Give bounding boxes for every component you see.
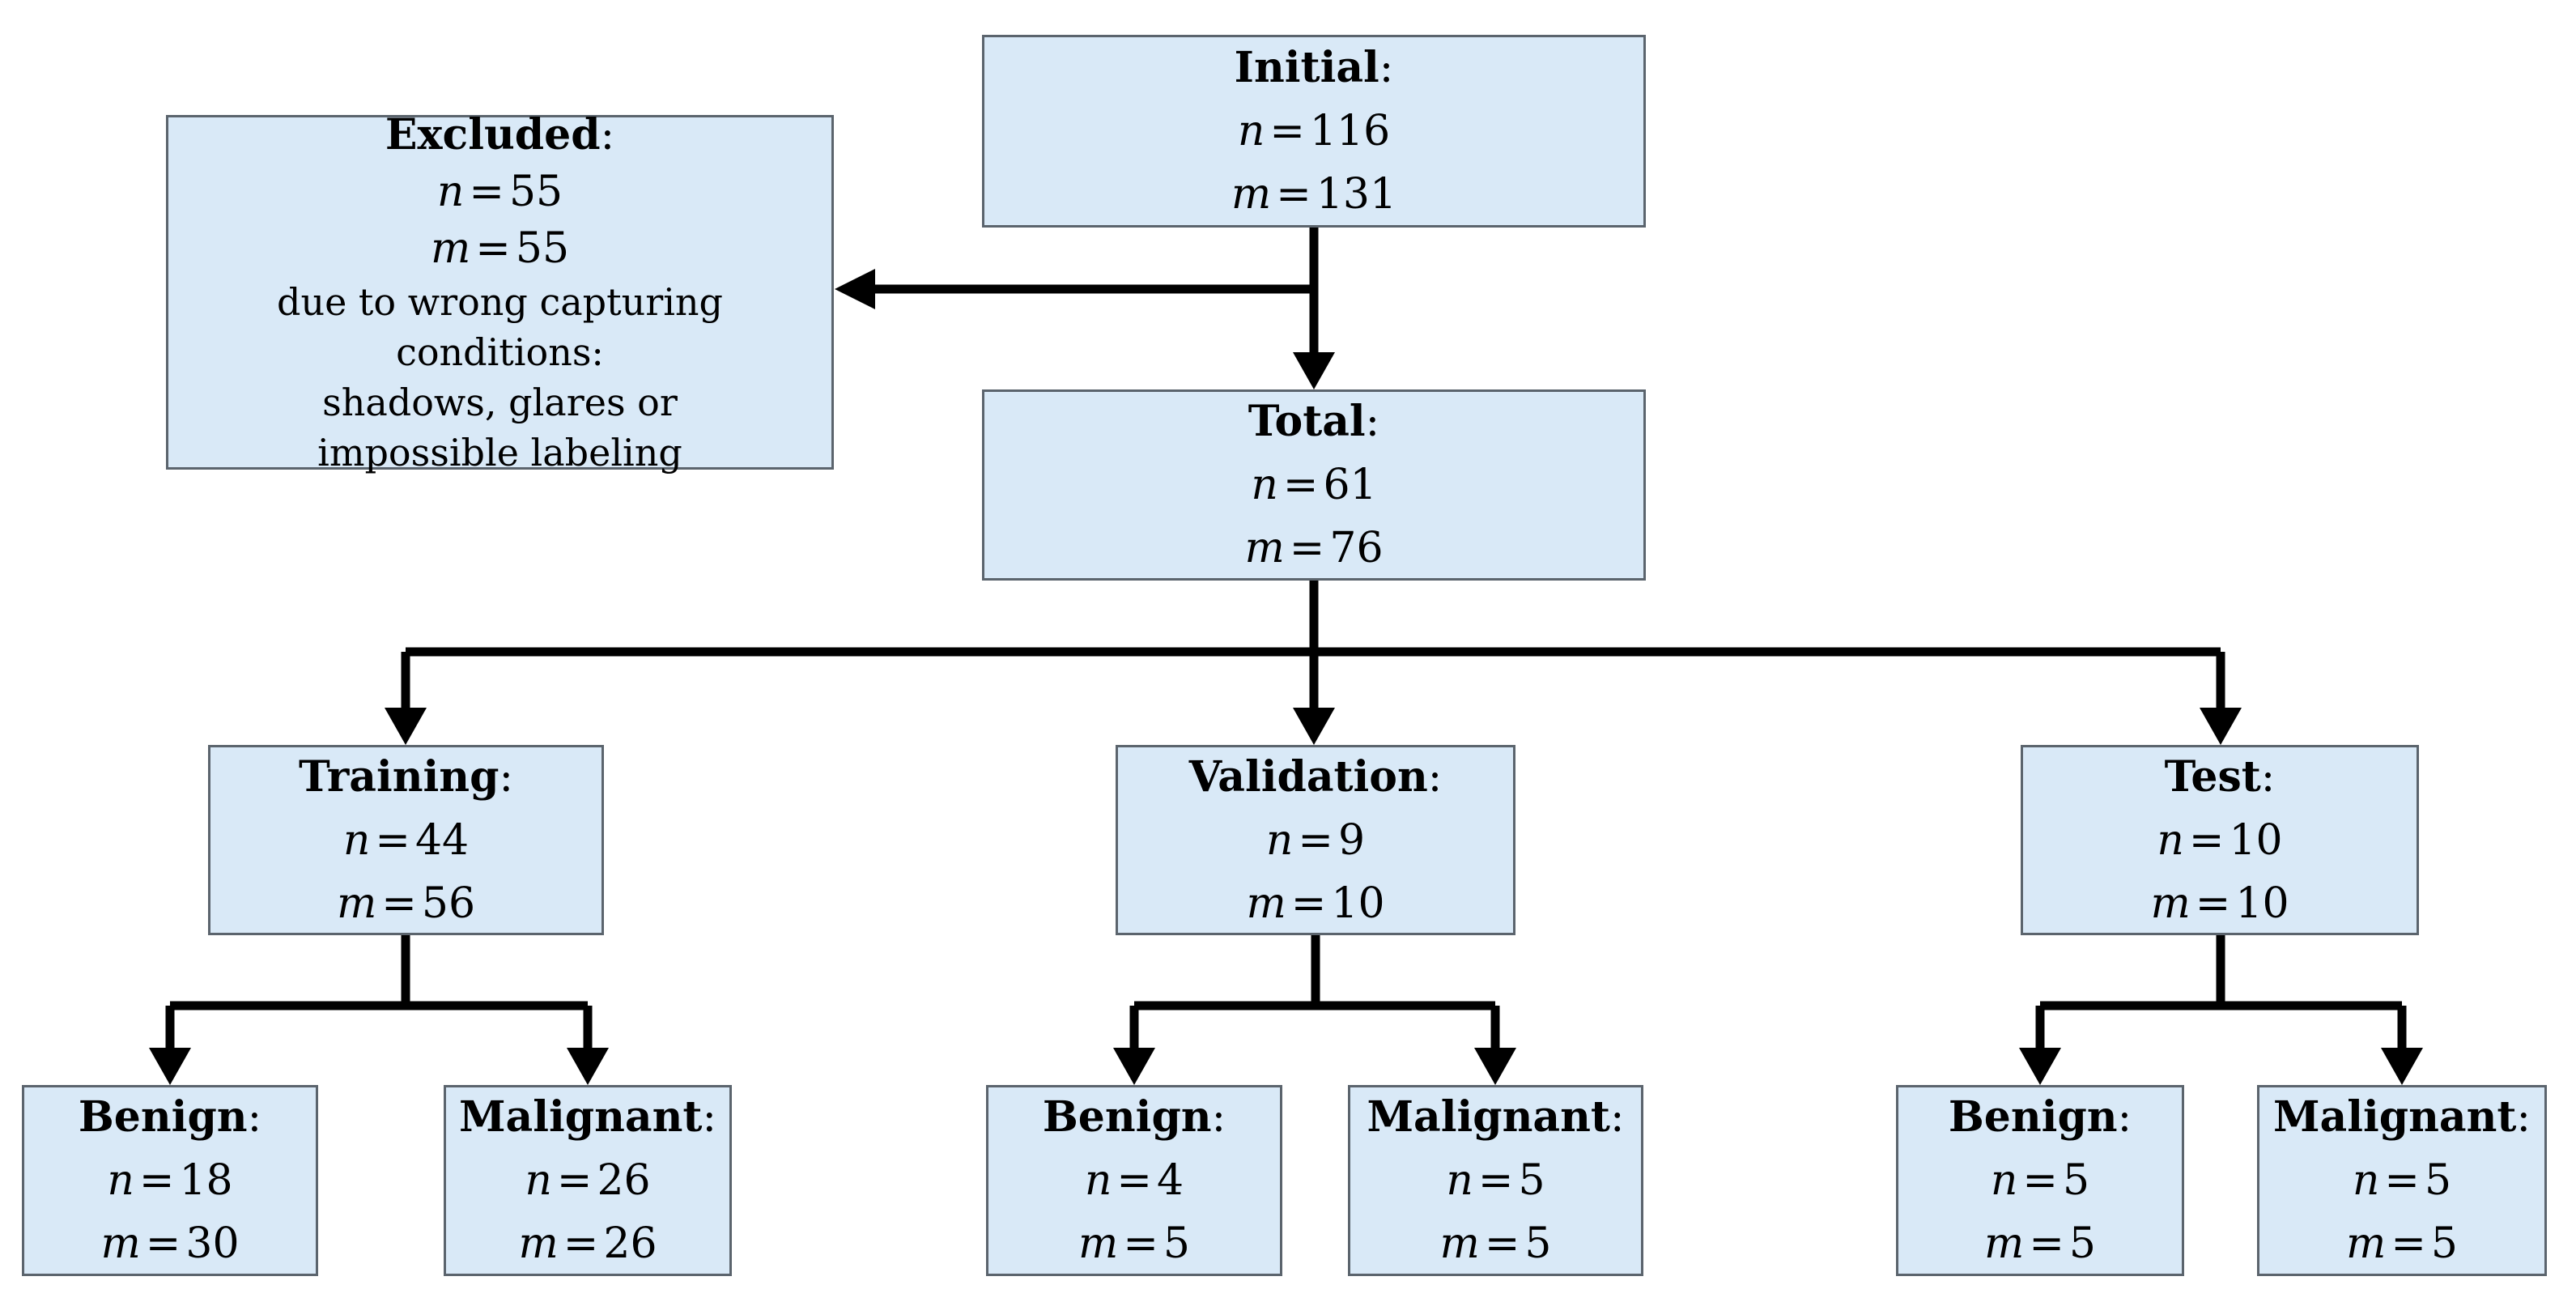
node-training-n: n=44	[342, 815, 470, 865]
node-benign-validation-n: n=4	[1084, 1156, 1184, 1205]
node-malignant-test: Malignant: n=5 m=5	[2257, 1085, 2547, 1276]
node-excluded: Excluded: n=55 m=55 due to wrong capturi…	[166, 110, 834, 474]
node-test-title: Test:	[2164, 751, 2276, 802]
node-benign-validation-title: Benign:	[1042, 1092, 1226, 1142]
node-initial-m: m=131	[1231, 170, 1397, 219]
arrowhead-into-malignant-validation	[1474, 1048, 1516, 1085]
node-validation-n: n=9	[1265, 815, 1366, 865]
node-validation-title: Validation:	[1188, 751, 1443, 802]
node-test-m: m=10	[2150, 879, 2289, 928]
node-benign-validation-m: m=5	[1078, 1219, 1190, 1268]
node-test: Test: n=10 m=10	[2021, 745, 2419, 935]
node-excluded-m: m=55	[430, 224, 570, 273]
node-excluded-title: Excluded:	[385, 110, 615, 160]
node-benign-training-n: n=18	[107, 1156, 233, 1205]
node-initial-title: Initial:	[1234, 43, 1394, 92]
node-malignant-validation-m: m=5	[1439, 1219, 1552, 1268]
arrowhead-into-validation	[1293, 708, 1335, 745]
connector-training-to-children-rail	[165, 935, 593, 1050]
node-malignant-training-title: Malignant:	[459, 1092, 716, 1142]
node-test-n: n=10	[2157, 815, 2283, 865]
node-initial-n: n=116	[1237, 107, 1391, 155]
connector-total-to-splits-rail	[401, 581, 2225, 710]
node-excluded-note-line-3: impossible labeling	[317, 431, 682, 474]
node-malignant-training-m: m=26	[518, 1219, 657, 1268]
node-benign-training-m: m=30	[100, 1219, 240, 1268]
node-benign-training: Benign: n=18 m=30	[22, 1085, 318, 1276]
arrowhead-into-benign-training	[149, 1048, 191, 1085]
node-validation: Validation: n=9 m=10	[1116, 745, 1515, 935]
node-initial: Initial: n=116 m=131	[982, 35, 1646, 228]
node-total-title: Total:	[1248, 397, 1380, 446]
node-malignant-training: Malignant: n=26 m=26	[444, 1085, 732, 1276]
node-malignant-test-n: n=5	[2352, 1156, 2452, 1205]
arrowhead-into-training	[385, 708, 427, 745]
node-benign-training-title: Benign:	[78, 1092, 262, 1142]
arrowhead-into-malignant-test	[2381, 1048, 2423, 1085]
arrowhead-into-benign-test	[2019, 1048, 2061, 1085]
connector-validation-to-children-rail	[1129, 935, 1500, 1050]
node-training: Training: n=44 m=56	[208, 745, 604, 935]
node-total-m: m=76	[1244, 524, 1384, 572]
node-benign-test-title: Benign:	[1948, 1092, 2132, 1142]
node-excluded-note-line-1: due to wrong capturing conditions:	[277, 280, 723, 374]
arrowhead-into-total	[1293, 352, 1335, 389]
node-malignant-test-title: Malignant:	[2273, 1092, 2531, 1142]
connector-test-to-children-rail	[2035, 935, 2407, 1050]
node-total-n: n=61	[1251, 461, 1377, 509]
node-excluded-note-line-2: shadows, glares or	[322, 381, 678, 424]
node-malignant-validation-title: Malignant:	[1367, 1092, 1625, 1142]
node-benign-test-n: n=5	[1990, 1156, 2090, 1205]
node-malignant-training-n: n=26	[525, 1156, 651, 1205]
node-training-title: Training:	[298, 751, 513, 802]
node-excluded-n: n=55	[436, 168, 563, 216]
node-training-m: m=56	[336, 879, 476, 928]
arrowhead-into-malignant-training	[567, 1048, 609, 1085]
arrowhead-into-test	[2200, 708, 2242, 745]
node-benign-validation: Benign: n=4 m=5	[986, 1085, 1282, 1276]
node-benign-test-m: m=5	[1984, 1219, 2096, 1268]
arrowhead-into-excluded	[835, 269, 875, 309]
arrowhead-into-benign-validation	[1113, 1048, 1155, 1085]
node-malignant-validation: Malignant: n=5 m=5	[1348, 1085, 1643, 1276]
node-total: Total: n=61 m=76	[982, 389, 1646, 581]
node-malignant-test-m: m=5	[2346, 1219, 2458, 1268]
node-malignant-validation-n: n=5	[1446, 1156, 1545, 1205]
node-validation-m: m=10	[1246, 879, 1385, 928]
node-benign-test: Benign: n=5 m=5	[1896, 1085, 2184, 1276]
